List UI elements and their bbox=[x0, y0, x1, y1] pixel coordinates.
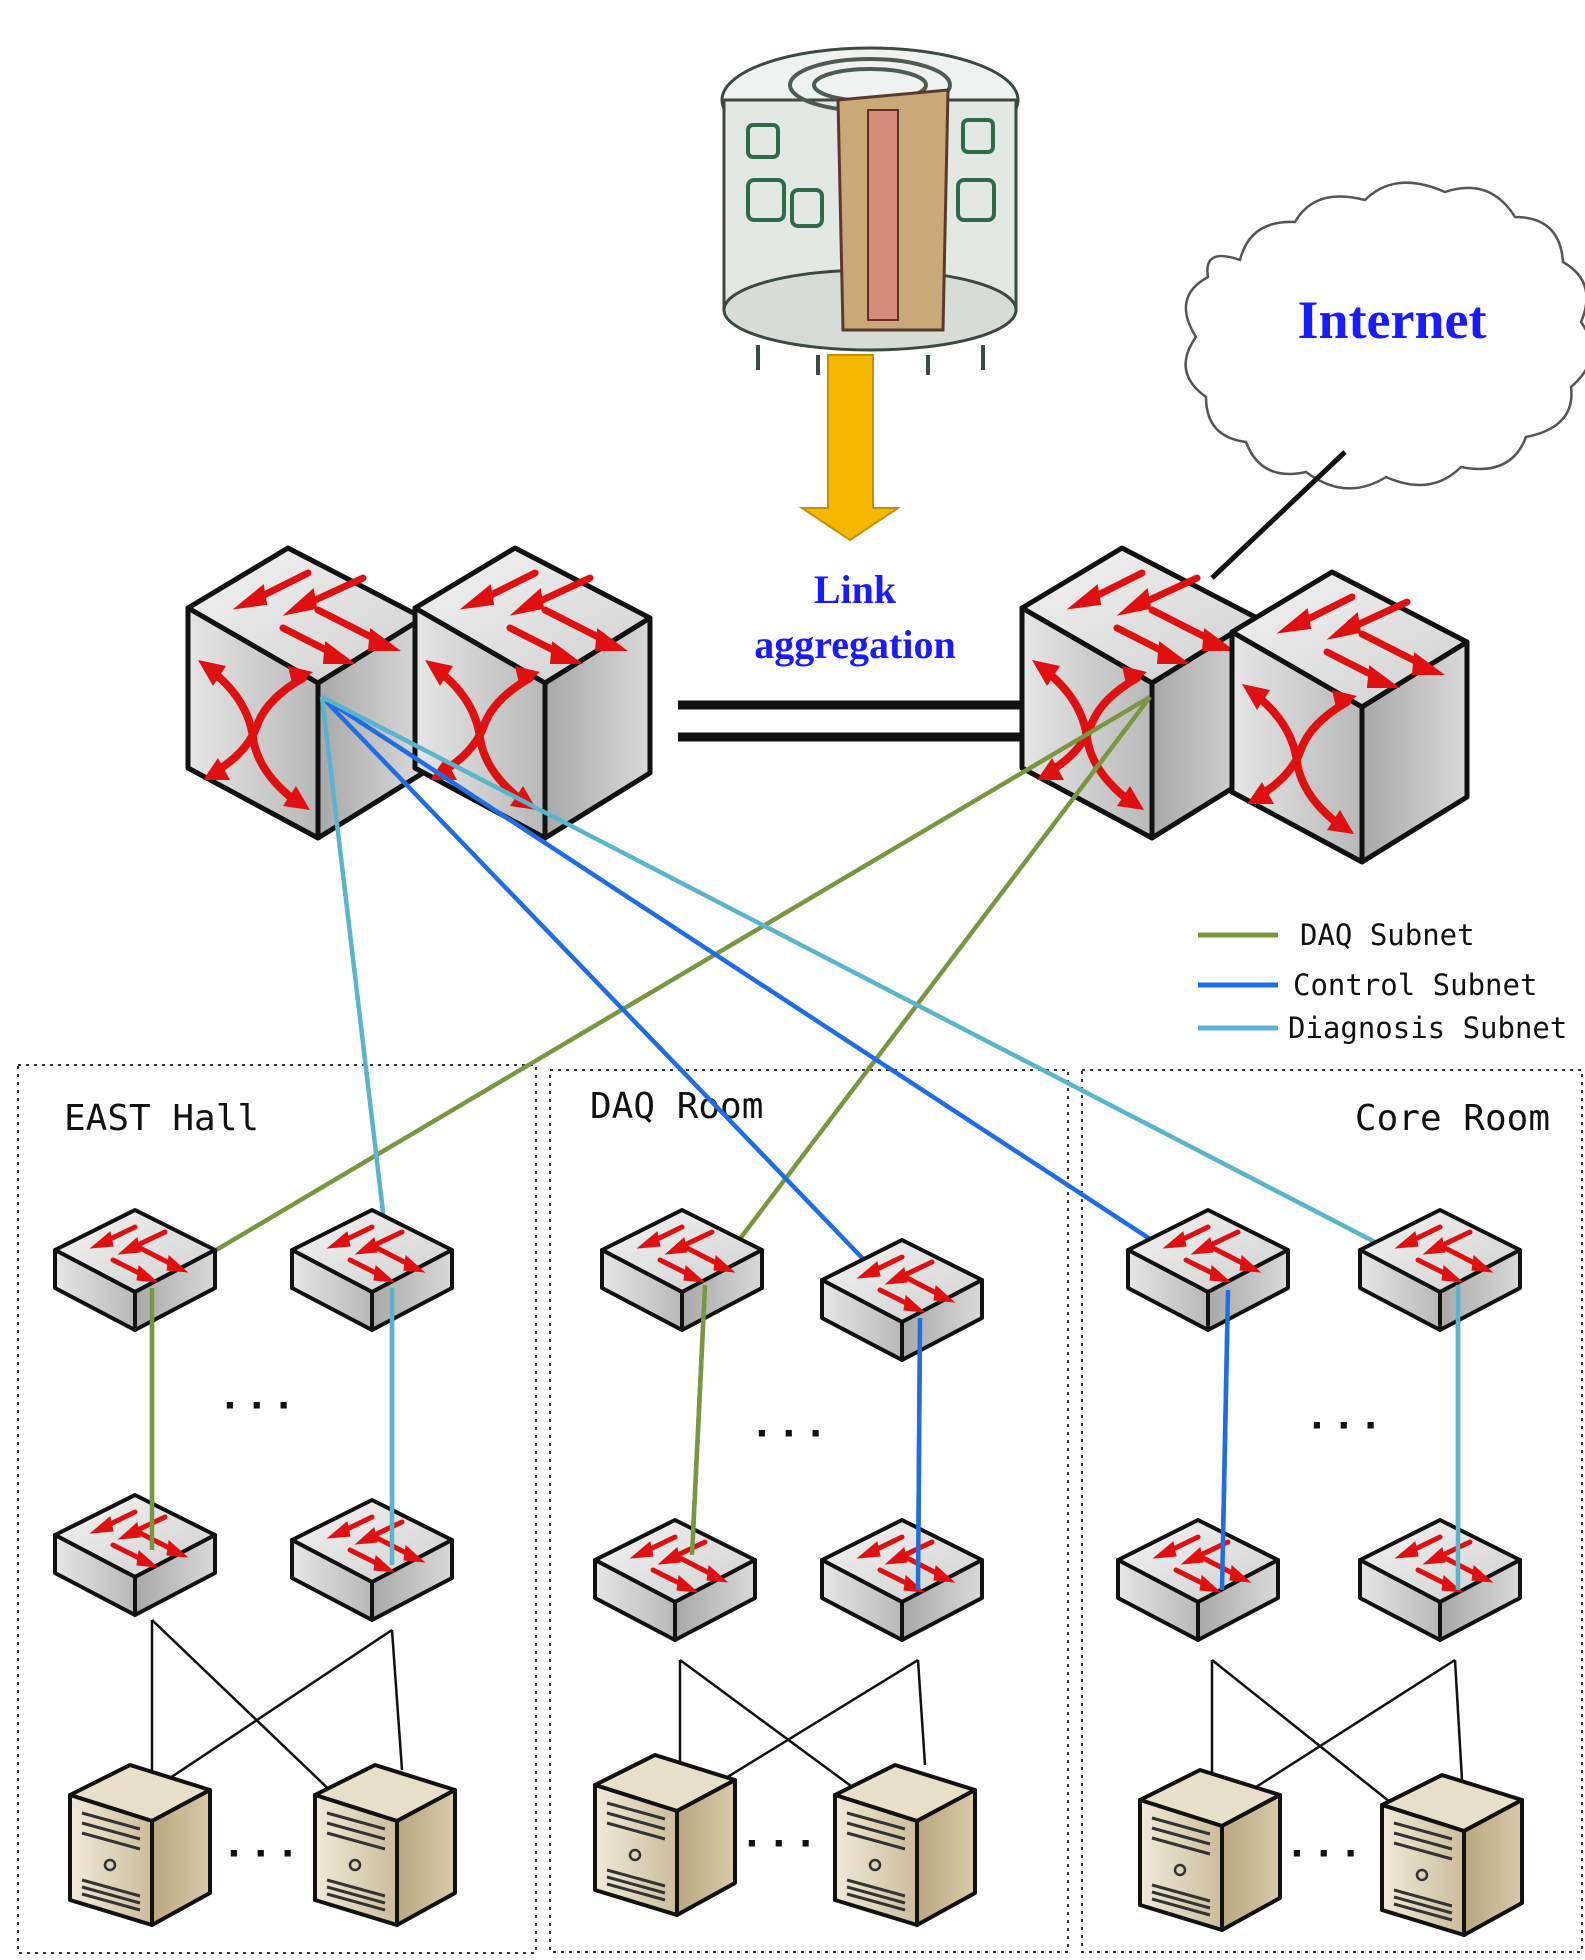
legend-label-diagnosis: Diagnosis Subnet bbox=[1288, 1011, 1567, 1045]
access-switch-icon bbox=[822, 1240, 982, 1360]
tokamak-device-icon bbox=[720, 46, 1020, 375]
access-switch-icon bbox=[292, 1500, 452, 1620]
room-label-east-hall: EAST Hall bbox=[64, 1098, 259, 1139]
room-core bbox=[1081, 1069, 1583, 1953]
server-icon bbox=[1138, 1768, 1282, 1932]
ellipsis: · · · bbox=[746, 1819, 814, 1868]
internet-label: Internet bbox=[1298, 290, 1487, 350]
legend-label-daq: DAQ Subnet bbox=[1300, 918, 1475, 952]
access-switch-icon bbox=[595, 1520, 755, 1640]
core-switch-icon bbox=[415, 548, 650, 838]
control-subnet-link bbox=[915, 1317, 923, 1591]
access-switch-icon bbox=[1360, 1210, 1520, 1330]
core-switch-icon bbox=[188, 548, 423, 838]
control-subnet-link bbox=[1219, 1289, 1231, 1591]
server-icon bbox=[593, 1753, 737, 1917]
room-daq bbox=[549, 1069, 1069, 1953]
access-switch-icon bbox=[1128, 1210, 1288, 1330]
access-switch-icon bbox=[55, 1495, 215, 1615]
legend: DAQ Subnet Control Subnet Diagnosis Subn… bbox=[1198, 918, 1567, 1045]
core-switch-icon bbox=[1232, 572, 1467, 862]
core-switch-icon bbox=[1022, 548, 1257, 838]
room-label-core-room: Core Room bbox=[1355, 1098, 1550, 1139]
server-icon bbox=[1380, 1773, 1524, 1937]
ellipsis: · · · bbox=[756, 1409, 824, 1458]
link-aggregation-cables bbox=[678, 700, 1030, 742]
link-aggregation-label-line1: Link bbox=[814, 567, 897, 612]
server-icon bbox=[68, 1763, 212, 1927]
ellipsis: · · · bbox=[228, 1829, 296, 1878]
ellipsis: · · · bbox=[1291, 1829, 1359, 1878]
ellipsis: · · · bbox=[224, 1381, 292, 1430]
access-switch-icon bbox=[822, 1520, 982, 1640]
control-subnet-link bbox=[320, 695, 923, 1591]
access-switch-icon bbox=[602, 1210, 762, 1330]
server-icon bbox=[313, 1763, 457, 1927]
legend-label-control: Control Subnet bbox=[1293, 968, 1537, 1002]
access-switch-icon bbox=[292, 1210, 452, 1330]
down-arrow-icon bbox=[798, 354, 902, 542]
access-switch-icon bbox=[1360, 1520, 1520, 1640]
server-icon bbox=[833, 1763, 977, 1927]
link-aggregation-label-line2: aggregation bbox=[754, 622, 955, 667]
room-label-daq-room: DAQ Room bbox=[590, 1086, 763, 1127]
room-east-hall bbox=[17, 1064, 537, 1954]
access-switch-icon bbox=[1118, 1520, 1278, 1640]
server-cables bbox=[150, 1619, 1464, 1812]
ellipsis: · · · bbox=[1311, 1401, 1379, 1450]
internet-uplink bbox=[1210, 450, 1347, 580]
daq-subnet-link bbox=[689, 1284, 708, 1556]
access-switch-icon bbox=[55, 1210, 215, 1330]
cloud-icon bbox=[1184, 181, 1585, 490]
diagnosis-subnet-link bbox=[320, 695, 1461, 1590]
